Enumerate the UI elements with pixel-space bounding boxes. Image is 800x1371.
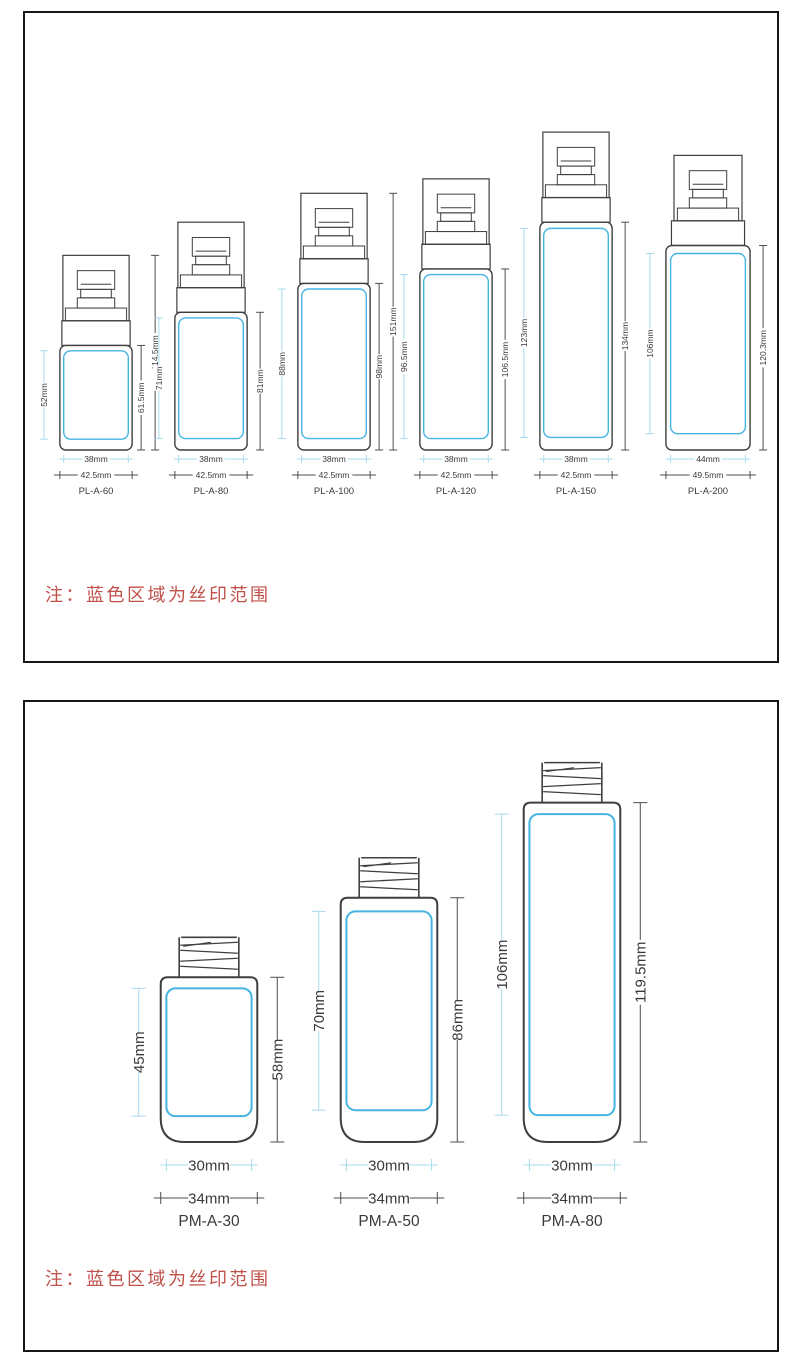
svg-text:120.3mm: 120.3mm — [758, 330, 768, 365]
svg-text:96.5mm: 96.5mm — [399, 341, 409, 372]
svg-text:106mm: 106mm — [494, 940, 511, 990]
silkprint-note-pl: 注：蓝色区域为丝印范围 — [45, 585, 271, 605]
svg-text:38mm: 38mm — [199, 454, 223, 464]
svg-text:71mm: 71mm — [154, 366, 164, 390]
svg-text:30mm: 30mm — [368, 1157, 410, 1174]
svg-text:34mm: 34mm — [368, 1190, 410, 1207]
svg-text:38mm: 38mm — [84, 454, 108, 464]
svg-text:98mm: 98mm — [374, 355, 384, 379]
svg-text:52mm: 52mm — [39, 383, 49, 407]
svg-text:44mm: 44mm — [696, 454, 720, 464]
svg-text:49.5mm: 49.5mm — [693, 470, 724, 480]
svg-text:42.5mm: 42.5mm — [196, 470, 227, 480]
svg-text:34mm: 34mm — [551, 1190, 593, 1207]
silkprint-note-pm: 注：蓝色区域为丝印范围 — [45, 1269, 271, 1289]
svg-text:70mm: 70mm — [311, 990, 328, 1032]
svg-text:106.5mm: 106.5mm — [500, 342, 510, 377]
svg-text:PL-A-120: PL-A-120 — [436, 486, 476, 497]
svg-text:106mm: 106mm — [645, 329, 655, 357]
svg-text:42.5mm: 42.5mm — [319, 470, 350, 480]
svg-text:61.5mm: 61.5mm — [136, 382, 146, 413]
svg-text:86mm: 86mm — [450, 999, 467, 1041]
svg-text:58mm: 58mm — [270, 1039, 287, 1081]
svg-text:81mm: 81mm — [255, 369, 265, 393]
svg-text:42.5mm: 42.5mm — [561, 470, 592, 480]
svg-text:PL-A-150: PL-A-150 — [556, 486, 596, 497]
svg-text:45mm: 45mm — [131, 1031, 148, 1073]
svg-text:38mm: 38mm — [564, 454, 588, 464]
svg-text:42.5mm: 42.5mm — [81, 470, 112, 480]
svg-text:34mm: 34mm — [188, 1190, 230, 1207]
svg-text:151mm: 151mm — [388, 307, 398, 335]
svg-text:114.5mm: 114.5mm — [150, 335, 160, 370]
svg-text:119.5mm: 119.5mm — [633, 942, 650, 1003]
svg-text:PL-A-80: PL-A-80 — [194, 486, 229, 497]
svg-text:PM-A-30: PM-A-30 — [178, 1213, 240, 1230]
svg-text:30mm: 30mm — [188, 1157, 230, 1174]
svg-text:PL-A-100: PL-A-100 — [314, 486, 354, 497]
svg-text:134mm: 134mm — [620, 322, 630, 350]
svg-text:PM-A-80: PM-A-80 — [541, 1213, 603, 1230]
svg-text:42.5mm: 42.5mm — [441, 470, 472, 480]
svg-text:88mm: 88mm — [277, 352, 287, 376]
svg-text:30mm: 30mm — [551, 1157, 593, 1174]
svg-text:38mm: 38mm — [322, 454, 346, 464]
svg-text:38mm: 38mm — [444, 454, 468, 464]
svg-text:PL-A-60: PL-A-60 — [79, 486, 114, 497]
svg-text:PM-A-50: PM-A-50 — [358, 1213, 420, 1230]
svg-text:PL-A-200: PL-A-200 — [688, 486, 728, 497]
svg-text:123mm: 123mm — [519, 319, 529, 347]
